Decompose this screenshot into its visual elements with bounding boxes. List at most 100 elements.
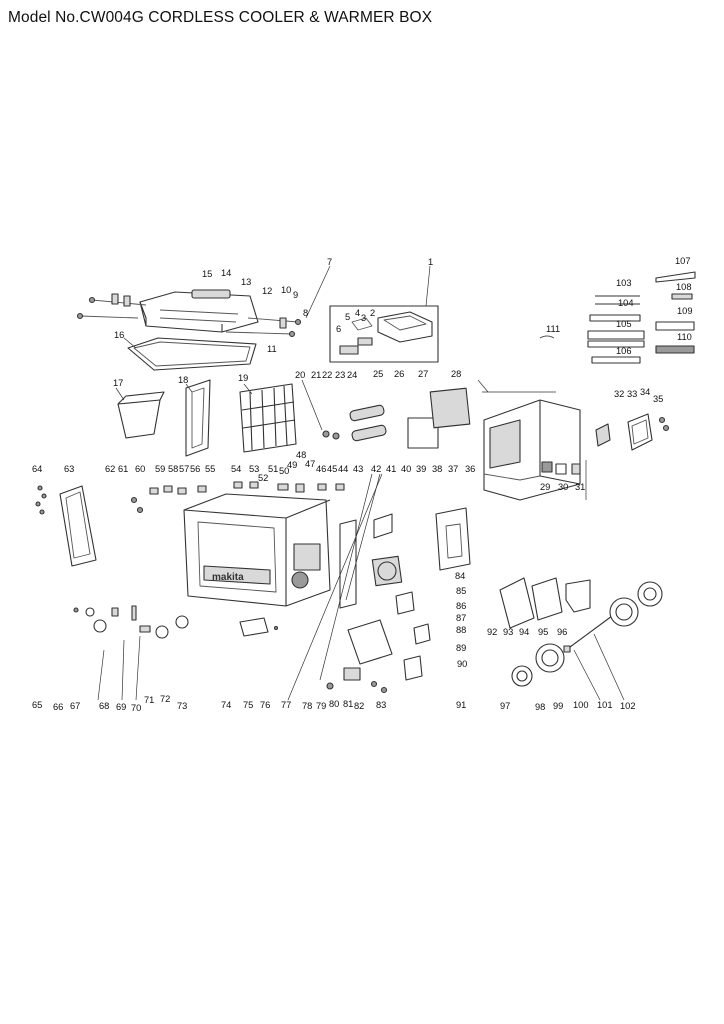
accessory-parts	[539, 271, 696, 364]
part-label-2: 2	[370, 308, 375, 318]
part-label-72: 72	[160, 694, 170, 704]
part-label-54: 54	[231, 464, 241, 474]
part-label-80: 80	[329, 699, 339, 709]
part-label-86: 86	[456, 601, 466, 611]
part-label-84: 84	[455, 571, 465, 581]
part-label-4: 4	[355, 308, 360, 318]
part-label-25: 25	[373, 369, 383, 379]
part-label-81: 81	[343, 699, 353, 709]
part-label-68: 68	[99, 701, 109, 711]
part-label-79: 79	[316, 701, 326, 711]
part-label-61: 61	[118, 464, 128, 474]
part-label-71: 71	[144, 695, 154, 705]
part-label-8: 8	[303, 308, 308, 318]
inner-basket-parts	[117, 379, 471, 457]
part-label-60: 60	[135, 464, 145, 474]
part-label-109: 109	[677, 306, 693, 316]
brand-logo: makita	[212, 572, 244, 583]
part-label-31: 31	[575, 482, 585, 492]
part-label-13: 13	[241, 277, 251, 287]
part-label-35: 35	[653, 394, 663, 404]
part-label-9: 9	[293, 290, 298, 300]
side-panel-parts	[595, 413, 670, 451]
part-label-65: 65	[32, 700, 42, 710]
part-label-43: 43	[353, 464, 363, 474]
leader-lines	[97, 265, 625, 701]
part-label-100: 100	[573, 700, 589, 710]
part-label-99: 99	[553, 701, 563, 711]
handle-parts	[35, 485, 97, 567]
part-label-78: 78	[302, 701, 312, 711]
part-label-110: 110	[677, 332, 692, 342]
part-label-105: 105	[616, 319, 632, 329]
part-label-95: 95	[538, 627, 548, 637]
part-label-52: 52	[258, 473, 268, 483]
internal-brackets	[339, 507, 471, 609]
part-label-32: 32	[614, 389, 624, 399]
part-label-88: 88	[456, 625, 466, 635]
part-label-39: 39	[416, 464, 426, 474]
part-label-76: 76	[260, 700, 270, 710]
part-label-98: 98	[535, 702, 545, 712]
part-label-108: 108	[676, 282, 692, 292]
part-label-62: 62	[105, 464, 115, 474]
part-label-40: 40	[401, 464, 411, 474]
part-label-75: 75	[243, 700, 253, 710]
part-label-67: 67	[70, 701, 80, 711]
lid-assembly	[76, 289, 302, 371]
rear-housing	[483, 399, 581, 501]
part-label-24: 24	[347, 370, 357, 380]
part-label-17: 17	[113, 378, 123, 388]
part-label-34: 34	[640, 387, 650, 397]
part-label-21: 21	[311, 370, 321, 380]
control-panel-assembly	[329, 305, 439, 363]
part-label-66: 66	[53, 702, 63, 712]
part-label-7: 7	[327, 257, 332, 267]
part-label-92: 92	[487, 627, 497, 637]
part-label-18: 18	[178, 375, 188, 385]
part-label-26: 26	[394, 369, 404, 379]
part-label-56: 56	[190, 464, 200, 474]
part-label-87: 87	[456, 613, 466, 623]
part-label-11: 11	[267, 344, 277, 354]
part-label-69: 69	[116, 702, 126, 712]
part-label-94: 94	[519, 627, 529, 637]
part-label-36: 36	[465, 464, 475, 474]
part-label-74: 74	[221, 700, 231, 710]
part-label-23: 23	[335, 370, 345, 380]
part-label-19: 19	[238, 373, 248, 383]
part-label-22: 22	[322, 370, 332, 380]
part-label-70: 70	[131, 703, 141, 713]
wheel-assembly	[499, 577, 663, 687]
part-label-103: 103	[616, 278, 632, 288]
part-label-106: 106	[616, 346, 632, 356]
part-label-6: 6	[336, 324, 341, 334]
part-label-102: 102	[620, 701, 636, 711]
part-label-5: 5	[345, 312, 350, 322]
part-label-20: 20	[295, 370, 305, 380]
part-label-49: 49	[287, 460, 297, 470]
part-label-30: 30	[558, 482, 568, 492]
bottom-small-parts	[73, 605, 279, 639]
part-label-90: 90	[457, 659, 467, 669]
part-number-labels: 1 2 3 4 5 6 7 8 9 10 11 12 13 14 15 16 1…	[32, 256, 693, 713]
part-label-33: 33	[627, 389, 637, 399]
lower-assembly	[326, 591, 431, 694]
part-label-91: 91	[456, 700, 466, 710]
part-label-45: 45	[327, 464, 337, 474]
part-label-28: 28	[451, 369, 461, 379]
part-label-59: 59	[155, 464, 165, 474]
part-label-73: 73	[177, 701, 187, 711]
part-label-41: 41	[386, 464, 396, 474]
part-label-101: 101	[597, 700, 613, 710]
part-label-58: 58	[168, 464, 178, 474]
part-label-15: 15	[202, 269, 212, 279]
part-label-57: 57	[179, 464, 189, 474]
part-label-53: 53	[249, 464, 259, 474]
part-label-50: 50	[279, 466, 289, 476]
part-label-47: 47	[305, 459, 315, 469]
part-label-10: 10	[281, 285, 291, 295]
part-label-1: 1	[428, 257, 433, 267]
part-label-27: 27	[418, 369, 428, 379]
part-label-64: 64	[32, 464, 42, 474]
